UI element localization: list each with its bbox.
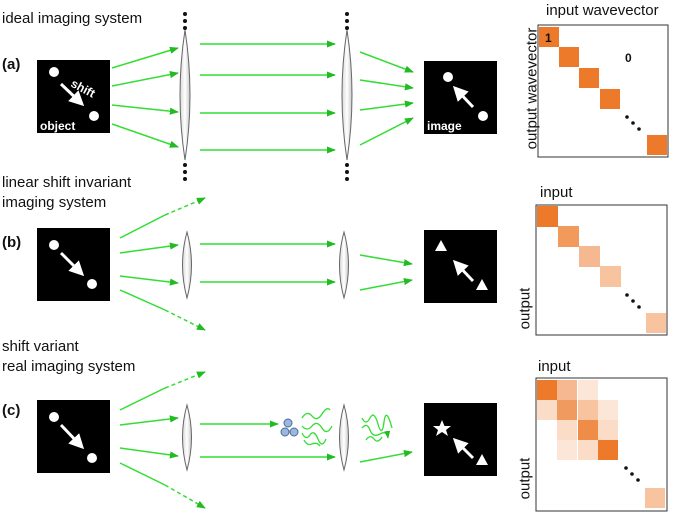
image-triangle [435, 240, 447, 251]
panel-a-title: ideal imaging system [2, 10, 143, 27]
ellipsis-dots-bottom-2 [345, 163, 349, 181]
matrix-a-diagonal [539, 27, 667, 155]
rays-out [359, 254, 413, 291]
panel-b [37, 197, 668, 336]
rays-in [119, 197, 206, 331]
image-dot-shifted [478, 111, 488, 121]
matrix-b-side-label: output [516, 287, 534, 330]
scattered-rays [301, 408, 333, 447]
matrix-a-top-label: input wavevector [546, 2, 659, 19]
shift-arrow [59, 82, 85, 107]
rays-parallel [200, 240, 336, 286]
lens-2 [341, 29, 353, 161]
lens-2 [339, 230, 349, 300]
rays-parallel [200, 40, 336, 154]
panel-c-title-line2: real imaging system [2, 358, 136, 375]
image-label: image [427, 119, 462, 133]
object-dot [49, 412, 59, 422]
image-triangle-shifted [476, 454, 488, 465]
matrix-a-diag-value: 1 [545, 31, 552, 45]
matrix-b-ellipsis [625, 293, 641, 309]
rays-parallel [200, 420, 336, 461]
image-shift-arrow [452, 437, 475, 460]
lens-2 [339, 403, 349, 472]
panel-b-title-line2: imaging system [2, 194, 107, 211]
image-box [424, 403, 497, 476]
matrix-a-ellipsis [625, 115, 641, 131]
panel-c-label: (c) [2, 402, 21, 419]
object-dot-shifted [87, 279, 97, 289]
object-label: object [40, 119, 75, 133]
lens-1 [182, 230, 192, 300]
panel-b-label: (b) [2, 234, 22, 251]
ellipsis-dots-bottom-1 [183, 163, 187, 181]
matrix-a-offdiag-value: 0 [625, 51, 632, 65]
panel-a [37, 12, 669, 181]
matrix-a-side-label: output wavevector [523, 27, 541, 150]
rays-out [359, 449, 413, 463]
matrix-c-cells [537, 380, 665, 508]
ellipsis-dots-top-2 [345, 12, 349, 30]
panel-a-label: (a) [2, 56, 21, 73]
panel-c [37, 371, 668, 512]
ellipsis-dots-top-1 [183, 12, 187, 30]
rays-in [119, 371, 206, 509]
rays-in [111, 46, 179, 148]
matrix-b-top-label: input [540, 184, 573, 201]
object-dot-shifted [87, 453, 97, 463]
matrix-c-top-label: input [538, 358, 571, 375]
object-dot [49, 67, 59, 77]
lens-1 [182, 403, 192, 472]
scatterer-particles [280, 418, 299, 437]
rays-out [359, 51, 414, 146]
panel-c-title-line1: shift variant [2, 338, 79, 355]
scattered-rays-out [361, 414, 393, 442]
shift-arrow [59, 251, 85, 277]
lens-1 [179, 29, 191, 161]
image-dot [443, 72, 453, 82]
matrix-b-diagonal [537, 206, 666, 333]
image-shift-arrow [452, 259, 475, 283]
image-shift-arrow [452, 85, 475, 109]
matrix-c-ellipsis [624, 466, 640, 482]
object-dot-shifted [89, 111, 99, 121]
shift-arrow [59, 423, 85, 450]
image-star [433, 420, 451, 436]
object-dot [49, 240, 59, 250]
panel-b-title-line1: linear shift invariant [2, 174, 132, 191]
image-triangle-shifted [476, 279, 488, 290]
matrix-c-side-label: output [516, 457, 534, 500]
